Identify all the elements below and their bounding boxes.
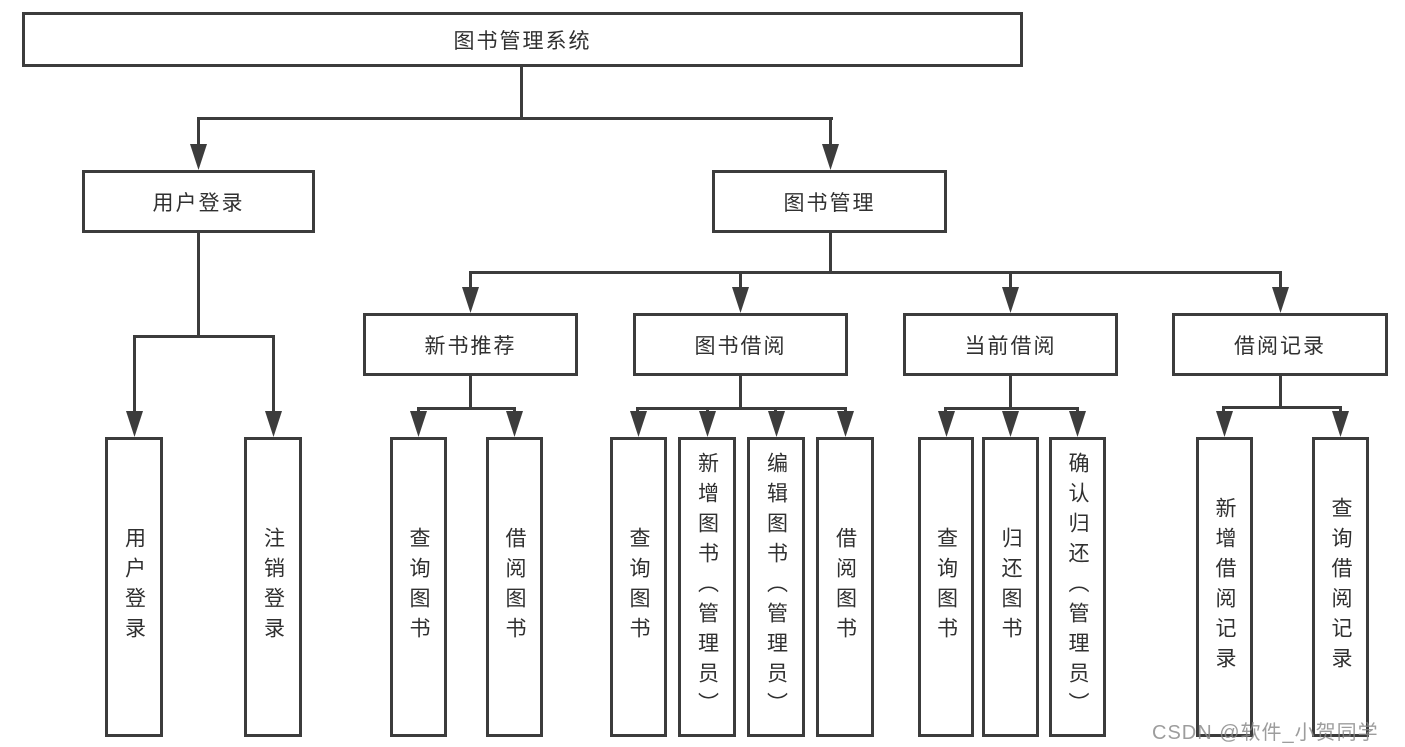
node-label: 注销登录 <box>261 527 285 647</box>
arrow-down-icon <box>630 411 647 437</box>
connector-line <box>272 335 275 414</box>
arrow-down-icon <box>837 411 854 437</box>
arrow-down-icon <box>732 287 749 313</box>
node-label: 借阅记录 <box>1234 334 1326 358</box>
connector-line <box>1279 271 1282 290</box>
node-return-books: 归还图书 <box>982 437 1039 737</box>
node-confirm-return-admin: 确认归还（管理员） <box>1049 437 1106 737</box>
arrow-down-icon <box>506 411 523 437</box>
node-label: 查询图书 <box>407 527 430 647</box>
node-label: 归还图书 <box>999 527 1022 647</box>
node-logout: 注销登录 <box>244 437 302 737</box>
node-user-login-leaf: 用户登录 <box>105 437 163 737</box>
node-borrowing-records: 借阅记录 <box>1172 313 1388 376</box>
node-label: 确认归还（管理员） <box>1066 452 1089 722</box>
connector-line <box>1339 406 1342 414</box>
node-book-management: 图书管理 <box>712 170 947 233</box>
connector-line <box>197 233 200 337</box>
node-query-books-recommend: 查询图书 <box>390 437 447 737</box>
connector-line <box>197 117 200 147</box>
arrow-down-icon <box>126 411 143 437</box>
watermark-text: CSDN @软件_小贺同学 <box>1152 722 1379 744</box>
connector-line <box>829 233 832 273</box>
arrow-down-icon <box>1002 287 1019 313</box>
node-label: 图书管理系统 <box>453 29 592 53</box>
connector-line <box>469 376 472 409</box>
arrow-down-icon <box>265 411 282 437</box>
node-label: 图书管理 <box>783 191 876 215</box>
node-query-borrow-record: 查询借阅记录 <box>1312 437 1369 737</box>
node-add-books-admin: 新增图书（管理员） <box>678 437 736 737</box>
connector-line <box>1279 376 1282 408</box>
node-label: 查询图书 <box>627 527 650 647</box>
connector-line <box>469 271 472 290</box>
connector-line <box>469 271 1282 274</box>
arrow-down-icon <box>822 144 839 170</box>
node-book-borrowing: 图书借阅 <box>633 313 848 376</box>
connector-line <box>739 376 742 409</box>
node-query-books-current: 查询图书 <box>918 437 974 737</box>
connector-line <box>636 407 847 410</box>
node-label: 新增图书（管理员） <box>695 452 719 722</box>
arrow-down-icon <box>1332 411 1349 437</box>
connector-line <box>1222 406 1225 414</box>
node-label: 图书借阅 <box>694 334 787 358</box>
connector-line <box>944 407 1079 410</box>
node-label: 借阅图书 <box>503 527 526 647</box>
connector-line <box>1009 376 1012 409</box>
connector-line <box>133 335 275 338</box>
node-edit-books-admin: 编辑图书（管理员） <box>747 437 805 737</box>
arrow-down-icon <box>768 411 785 437</box>
node-label: 当前借阅 <box>964 334 1057 358</box>
arrow-down-icon <box>1069 411 1086 437</box>
arrow-down-icon <box>938 411 955 437</box>
node-borrow-books-recommend: 借阅图书 <box>486 437 543 737</box>
node-user-login: 用户登录 <box>82 170 315 233</box>
node-query-books-borrowing: 查询图书 <box>610 437 667 737</box>
connector-line <box>520 67 523 119</box>
arrow-down-icon <box>462 287 479 313</box>
connector-line <box>1009 271 1012 290</box>
node-current-borrowing: 当前借阅 <box>903 313 1118 376</box>
connector-line <box>197 117 833 120</box>
node-label: 用户登录 <box>152 191 245 215</box>
node-label: 新增借阅记录 <box>1213 497 1236 677</box>
connector-line <box>1222 406 1342 409</box>
arrow-down-icon <box>190 144 207 170</box>
node-borrow-books-borrowing: 借阅图书 <box>816 437 874 737</box>
node-label: 新书推荐 <box>424 334 517 358</box>
connector-line <box>133 335 136 414</box>
arrow-down-icon <box>1216 411 1233 437</box>
arrow-down-icon <box>1002 411 1019 437</box>
arrow-down-icon <box>1272 287 1289 313</box>
node-label: 编辑图书（管理员） <box>764 452 788 722</box>
connector-line <box>829 117 832 147</box>
node-label: 查询借阅记录 <box>1329 497 1352 677</box>
node-label: 用户登录 <box>122 527 146 647</box>
arrow-down-icon <box>410 411 427 437</box>
node-new-book-recommend: 新书推荐 <box>363 313 578 376</box>
arrow-down-icon <box>699 411 716 437</box>
connector-line <box>739 271 742 290</box>
node-library-management-system: 图书管理系统 <box>22 12 1023 67</box>
node-label: 查询图书 <box>934 527 958 647</box>
connector-line <box>417 407 516 410</box>
node-add-borrow-record: 新增借阅记录 <box>1196 437 1253 737</box>
node-label: 借阅图书 <box>833 527 857 647</box>
